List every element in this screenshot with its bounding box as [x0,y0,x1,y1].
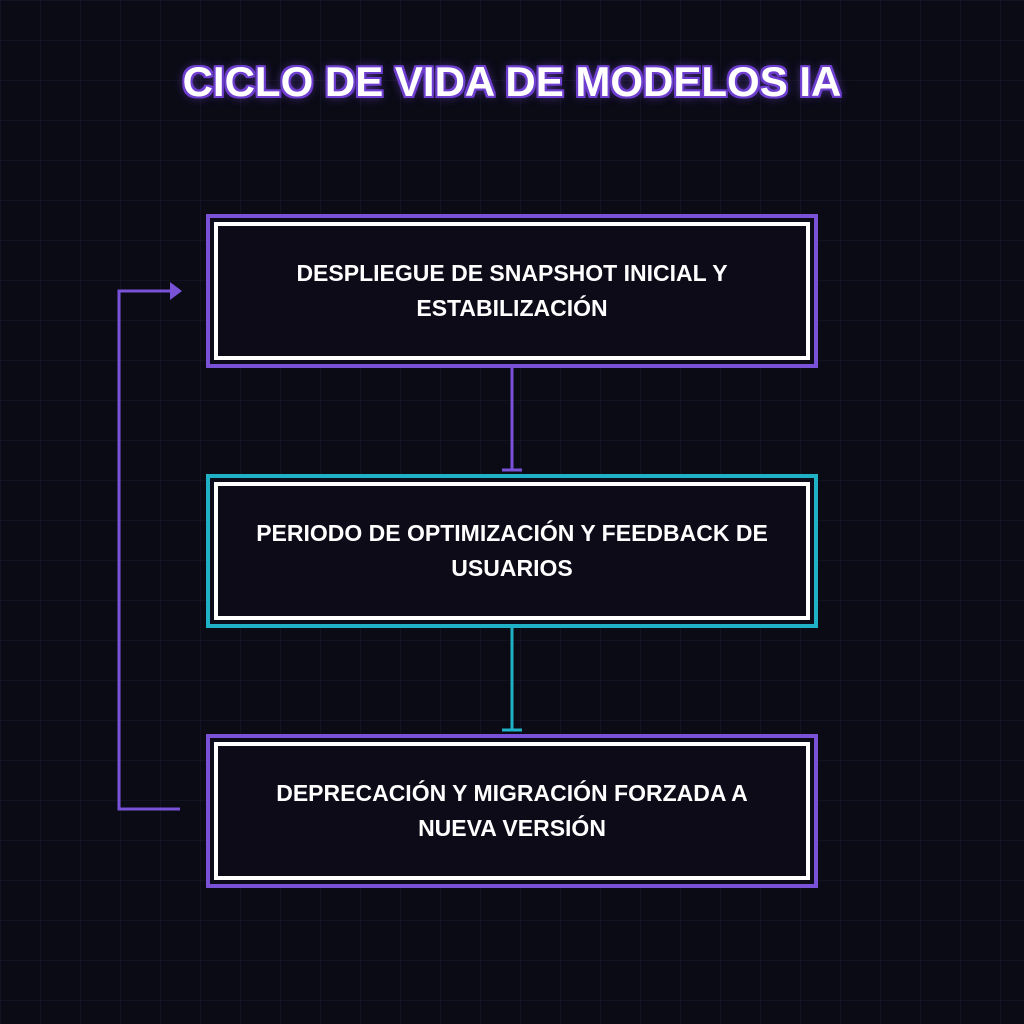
step-box-1: DESPLIEGUE DE SNAPSHOT INICIAL Y ESTABIL… [206,214,818,368]
loop-back-arrowhead [170,282,182,300]
step-box-3-inner: DEPRECACIÓN Y MIGRACIÓN FORZADA A NUEVA … [214,742,810,880]
loop-back-connector [117,289,180,811]
step-box-3: DEPRECACIÓN Y MIGRACIÓN FORZADA A NUEVA … [206,734,818,888]
step-label-3: DEPRECACIÓN Y MIGRACIÓN FORZADA A NUEVA … [276,780,748,841]
step-label-2: PERIODO DE OPTIMIZACIÓN Y FEEDBACK DE US… [256,520,768,581]
step-box-1-inner: DESPLIEGUE DE SNAPSHOT INICIAL Y ESTABIL… [214,222,810,360]
diagram-title: CICLO DE VIDA DE MODELOS IA [182,58,842,105]
step-label-1: DESPLIEGUE DE SNAPSHOT INICIAL Y ESTABIL… [296,260,728,321]
step-box-2: PERIODO DE OPTIMIZACIÓN Y FEEDBACK DE US… [206,474,818,628]
step-box-2-inner: PERIODO DE OPTIMIZACIÓN Y FEEDBACK DE US… [214,482,810,620]
